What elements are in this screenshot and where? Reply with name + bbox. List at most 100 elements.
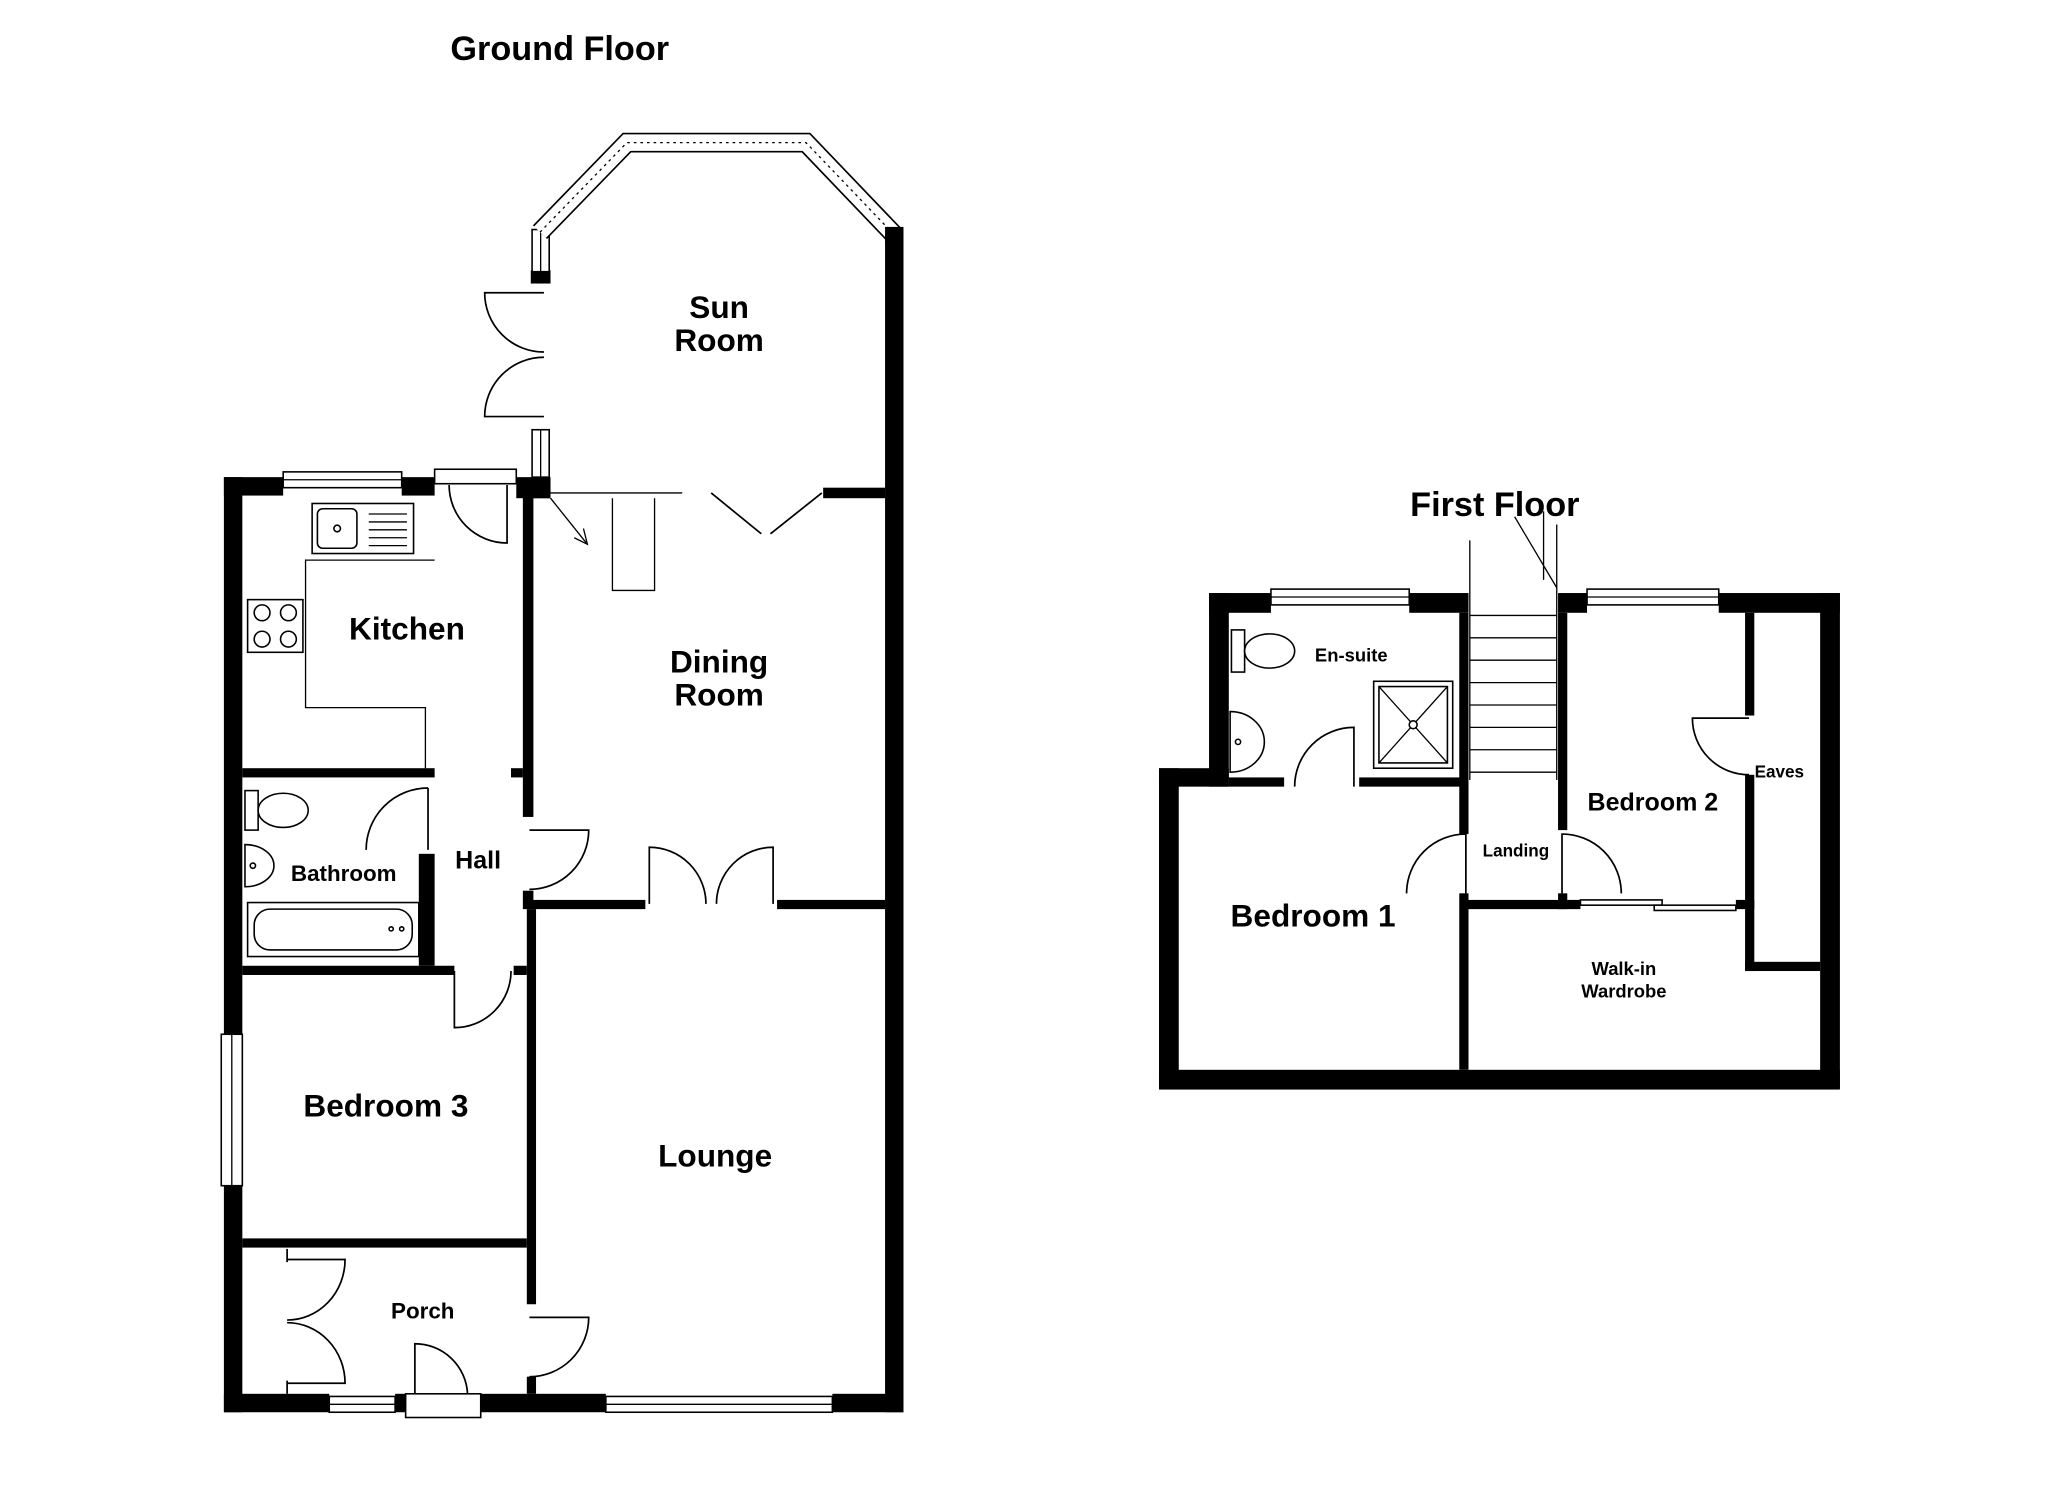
ground-floor-interior-walls [242, 487, 886, 1394]
wall [401, 477, 435, 496]
wall-bathroom-hall [418, 853, 435, 966]
stair-outline [611, 498, 656, 592]
wall-landing-wardrobe [1468, 899, 1581, 910]
wall [223, 477, 284, 496]
bathroom-basin [244, 843, 275, 888]
first-floor-interior-walls [1228, 612, 1821, 1070]
wall [885, 226, 904, 243]
wall [530, 487, 551, 499]
wall [1558, 593, 1588, 613]
wall-eaves [1745, 961, 1821, 972]
wall [513, 965, 527, 975]
wall [530, 270, 551, 284]
door-swing-bedroom-1 [1405, 833, 1467, 894]
first-floor-doors [1293, 717, 1750, 912]
toilet-cistern [1230, 629, 1246, 673]
wall [1158, 768, 1179, 1089]
bath-tap [398, 925, 405, 932]
stair-arrow [550, 497, 589, 546]
hob-ring [253, 630, 271, 648]
first-floor-stairs [1469, 511, 1558, 781]
room-label-dining-room: Room [674, 676, 764, 712]
wall [223, 1393, 330, 1413]
wall-stairs-bedroom-2 [1558, 612, 1568, 831]
wall-eaves [1745, 612, 1755, 716]
wall [1718, 593, 1840, 613]
first-floor-title: First Floor [1410, 486, 1579, 524]
room-label-bathroom: Bathroom [291, 861, 397, 886]
ground-floor-labels: Sun Room Dining Room Kitchen Bathroom Ha… [291, 289, 772, 1323]
room-label-kitchen: Kitchen [349, 611, 465, 647]
ground-floor-windows [220, 132, 904, 1414]
door-swing-hall-dining [529, 829, 590, 891]
room-label-sun-room: Room [674, 322, 764, 358]
door-swing-kitchen [448, 485, 508, 544]
sliding-door-wardrobe [1653, 904, 1737, 912]
door-swing-porch-lounge [529, 1316, 590, 1378]
shower-drain [1408, 720, 1418, 730]
wall [1820, 593, 1840, 1089]
wall [885, 230, 904, 1413]
room-label-lounge: Lounge [658, 1137, 772, 1173]
wall-bedroom-1-wardrobe [1459, 893, 1469, 1070]
first-floor-fixtures [1229, 629, 1454, 773]
hob-ring [279, 630, 298, 648]
wall-en-suite-bedroom-1 [1359, 777, 1469, 787]
door-swing-lounge-left [648, 846, 707, 904]
wall [1209, 593, 1229, 787]
wall [223, 477, 243, 1035]
ground-floor-fixtures [244, 497, 656, 958]
ground-floor-doors [286, 291, 823, 1419]
room-label-dining-room: Dining [670, 644, 768, 680]
door-swing-bathroom [365, 787, 429, 850]
wall-kitchen-dining [522, 495, 534, 817]
room-label-hall: Hall [455, 846, 501, 874]
basin-tap [249, 862, 257, 870]
wall [832, 1393, 904, 1413]
room-label-bedroom-1: Bedroom 1 [1231, 898, 1396, 934]
wall-dining-lounge [777, 899, 886, 910]
wall-en-suite-stairs [1459, 612, 1469, 835]
basin-tap [1234, 738, 1242, 746]
door-swing-sun-room [483, 291, 544, 353]
door-swing-eaves [1691, 717, 1750, 776]
hob-ring [279, 604, 298, 622]
door-threshold-front [404, 1393, 482, 1419]
toilet-bowl [257, 792, 309, 829]
first-floor-windows [1270, 588, 1720, 606]
bathtub-inner [253, 908, 414, 951]
hob-ring [253, 604, 271, 622]
wall [511, 768, 523, 778]
wall [526, 1376, 537, 1394]
door-swing-sun-room [483, 356, 544, 418]
first-floor-outer-walls [1158, 593, 1840, 1090]
wall-dining-lounge [526, 899, 646, 910]
door-swing-front [414, 1342, 469, 1394]
sink-drain [333, 524, 342, 533]
wall [223, 1185, 243, 1413]
bifold-door-dining-sun-room [710, 492, 823, 535]
room-label-bedroom-2: Bedroom 2 [1588, 788, 1719, 816]
stair-arrow [1514, 511, 1558, 589]
room-label-eaves: Eaves [1755, 763, 1804, 782]
kitchen-worktop [304, 559, 435, 769]
door-swing-bedroom-2 [1561, 833, 1623, 894]
first-floor-labels: En-suite Bedroom 2 Eaves Landing Bedroom… [1231, 644, 1804, 1001]
en-suite-basin [1229, 710, 1266, 773]
wall [480, 1393, 606, 1413]
bath-tap [388, 925, 395, 932]
wall [395, 1393, 406, 1413]
room-label-sun-room: Sun [689, 289, 749, 325]
door-swing-bedroom-3 [453, 971, 512, 1029]
ground-floor-plan: Ground Floor [220, 30, 904, 1419]
wall-lounge-west [526, 909, 537, 1305]
room-label-porch: Porch [391, 1298, 454, 1323]
bay-window-glass [534, 134, 901, 241]
stair-treads [1469, 614, 1557, 773]
room-label-walk-in-wardrobe: Wardrobe [1581, 980, 1666, 1001]
door-swing-porch-cupboard [287, 1321, 346, 1385]
wall [1209, 593, 1271, 613]
toilet-cistern [244, 789, 259, 831]
room-label-landing: Landing [1483, 842, 1550, 861]
